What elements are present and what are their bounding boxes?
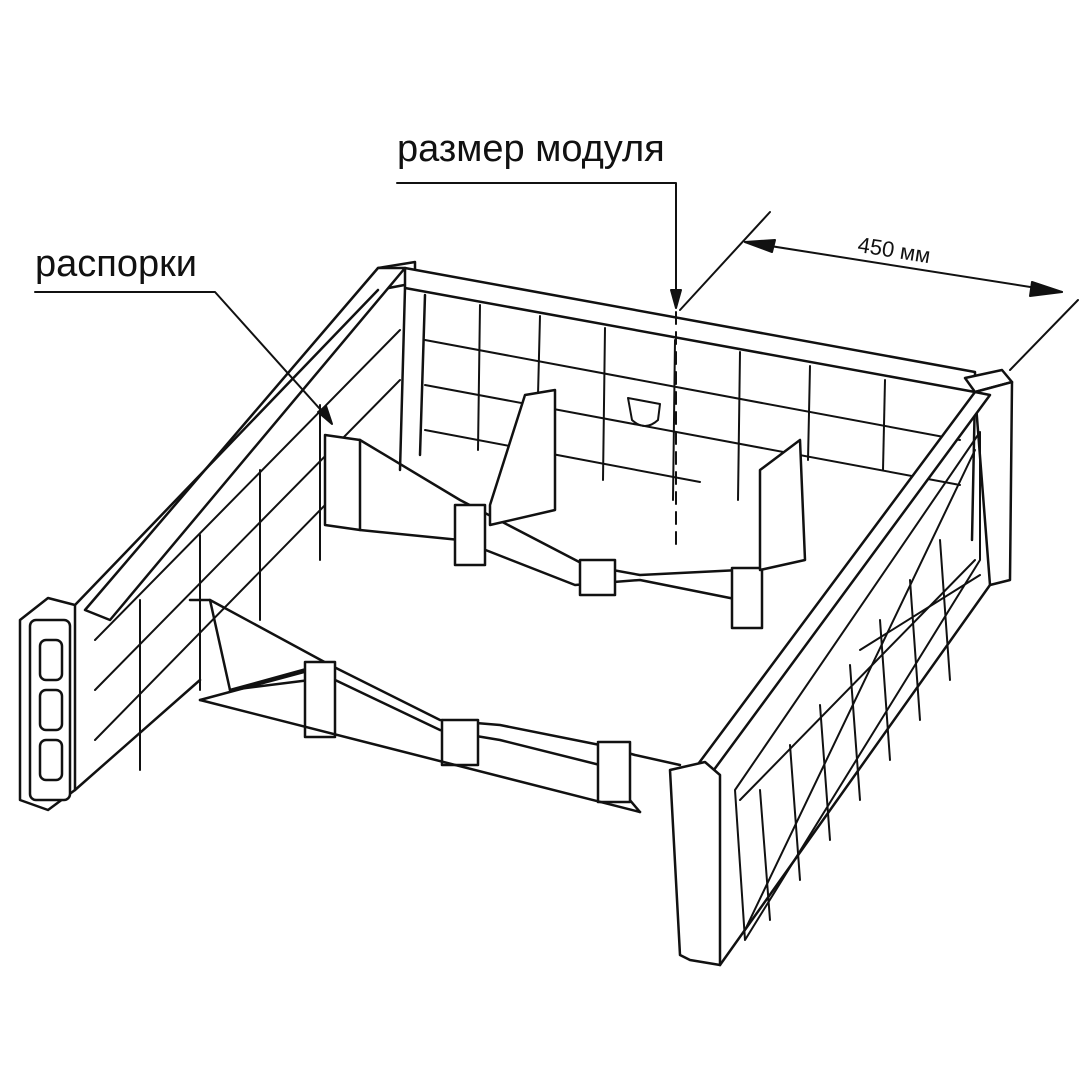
middle-spacer-wall xyxy=(323,388,807,630)
back-wall xyxy=(376,260,977,542)
module-size-label: размер модуля xyxy=(397,128,665,170)
front-spacer-wall xyxy=(188,598,682,814)
leader-lines xyxy=(34,182,1079,551)
right-wall xyxy=(668,368,1014,967)
spacers-label: распорки xyxy=(35,243,197,285)
left-wall xyxy=(18,266,407,812)
